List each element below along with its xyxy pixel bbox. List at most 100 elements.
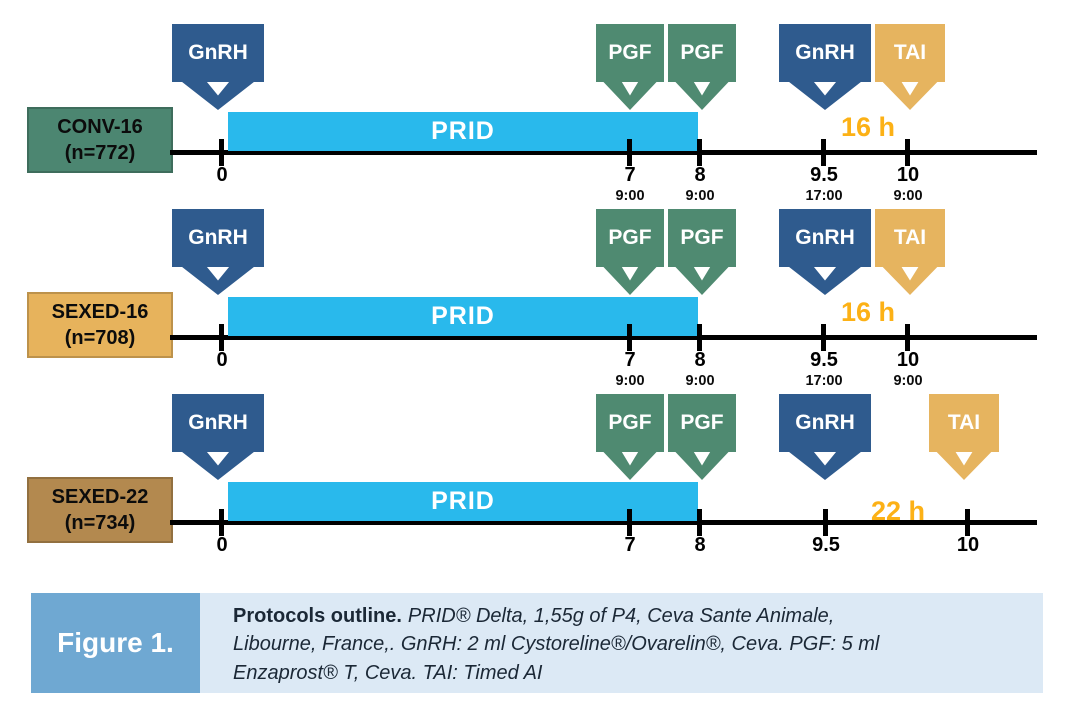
protocol-n: (n=734): [64, 512, 136, 534]
tick-mark: [219, 139, 224, 166]
caption-title: Protocols outline.: [233, 605, 402, 627]
event-label: PGF: [608, 226, 652, 249]
gnrh-arrow: GnRH: [779, 394, 871, 480]
protocol-name: SEXED-22: [51, 486, 149, 508]
protocol-label: SEXED-22 (n=734): [27, 477, 173, 543]
pgf-arrowhead-icon: [603, 452, 657, 480]
tick-mark: [823, 509, 828, 536]
tick-mark: [219, 509, 224, 536]
gnrh-arrowhead-icon: [789, 452, 861, 480]
gnrh-arrow-box: GnRH: [779, 24, 871, 82]
pgf-arrow-box: PGF: [596, 24, 664, 82]
pgf-arrow: PGF: [596, 209, 664, 295]
event-label: GnRH: [188, 226, 248, 249]
pgf-arrowhead-icon: [675, 82, 729, 110]
pgf-arrow-box: PGF: [596, 209, 664, 267]
protocol-name: CONV-16: [57, 116, 143, 138]
event-label: GnRH: [188, 411, 248, 434]
protocol-label: SEXED-16 (n=708): [27, 292, 173, 358]
event-label: PGF: [680, 226, 724, 249]
timeline-axis: [170, 335, 1037, 340]
pgf-arrow: PGF: [668, 24, 736, 110]
tick-mark: [965, 509, 970, 536]
pgf-arrowhead-icon: [603, 82, 657, 110]
tick-day-label: 9.5: [810, 164, 838, 186]
protocol-n: (n=708): [64, 327, 136, 349]
pgf-arrowhead-icon: [603, 267, 657, 295]
pgf-arrow: PGF: [668, 394, 736, 480]
gnrh-arrow-box: GnRH: [172, 209, 264, 267]
tick-day-label: 8: [694, 164, 706, 186]
figure-label: Figure 1.: [57, 627, 174, 658]
figure-caption: Figure 1. Protocols outline.PRID® Delta,…: [31, 593, 1043, 693]
prid-label: PRID: [431, 487, 495, 515]
tick-mark: [697, 509, 702, 536]
tick-day-label: 7: [624, 534, 636, 556]
tick-time-label: 9:00: [615, 188, 645, 204]
figure-label-box: Figure 1.: [31, 593, 200, 693]
protocol-name: SEXED-16: [51, 301, 149, 323]
tai-arrow-box: TAI: [875, 24, 945, 82]
protocol-label: CONV-16(n=772): [27, 107, 173, 173]
pgf-arrow-box: PGF: [596, 394, 664, 452]
prid-label: PRID: [431, 302, 495, 330]
pgf-arrow: PGF: [668, 209, 736, 295]
gnrh-arrow: GnRH: [172, 24, 264, 110]
tick-day-label: 8: [694, 534, 706, 556]
event-label: TAI: [893, 226, 927, 249]
tai-arrowhead-icon: [882, 267, 938, 295]
event-label: GnRH: [795, 226, 855, 249]
tick-day-label: 8: [694, 349, 706, 371]
interval-label: 16 h: [840, 297, 896, 327]
gnrh-arrow: GnRH: [172, 209, 264, 295]
gnrh-arrow: GnRH: [172, 394, 264, 480]
gnrh-arrowhead-icon: [789, 267, 861, 295]
tai-arrow-box: TAI: [875, 209, 945, 267]
caption-line2: Libourne, France,. GnRH: 2 ml Cystorelin…: [233, 633, 880, 656]
gnrh-arrowhead-icon: [182, 82, 254, 110]
gnrh-arrow: GnRH: [779, 24, 871, 110]
caption-text: Protocols outline.PRID® Delta, 1,55g of …: [200, 593, 1043, 693]
tick-time-label: 9:00: [615, 373, 645, 389]
pgf-arrow: PGF: [596, 394, 664, 480]
tick-day-label: 0: [216, 164, 228, 186]
gnrh-arrowhead-icon: [789, 82, 861, 110]
interval-label: 16 h: [840, 112, 896, 142]
tick-mark: [627, 324, 632, 351]
prid-label: PRID: [431, 117, 495, 145]
event-label: PGF: [680, 41, 724, 64]
timeline-axis: [170, 520, 1037, 525]
tai-arrow: TAI: [929, 394, 999, 480]
tick-mark: [219, 324, 224, 351]
prid-bar: PRID: [228, 482, 698, 521]
caption-line3: Enzaprost® T, Ceva. TAI: Timed AI: [233, 661, 543, 684]
gnrh-arrow-box: GnRH: [172, 24, 264, 82]
pgf-arrow-box: PGF: [668, 209, 736, 267]
prid-bar: PRID: [228, 112, 698, 151]
tick-mark: [697, 139, 702, 166]
tick-mark: [905, 324, 910, 351]
tick-day-label: 7: [624, 349, 636, 371]
tick-time-label: 9:00: [685, 188, 715, 204]
event-label: GnRH: [188, 41, 248, 64]
gnrh-arrow-box: GnRH: [172, 394, 264, 452]
tick-day-label: 10: [956, 534, 980, 556]
gnrh-arrow: GnRH: [779, 209, 871, 295]
tai-arrow-box: TAI: [929, 394, 999, 452]
interval-label: 22 h: [870, 496, 926, 526]
event-label: PGF: [608, 41, 652, 64]
tick-day-label: 9.5: [812, 534, 840, 556]
tick-day-label: 7: [624, 164, 636, 186]
tai-arrow: TAI: [875, 24, 945, 110]
event-label: GnRH: [795, 41, 855, 64]
pgf-arrow: PGF: [596, 24, 664, 110]
event-label: PGF: [608, 411, 652, 434]
tick-day-label: 10: [896, 164, 920, 186]
timeline-axis: [170, 150, 1037, 155]
tick-mark: [697, 324, 702, 351]
